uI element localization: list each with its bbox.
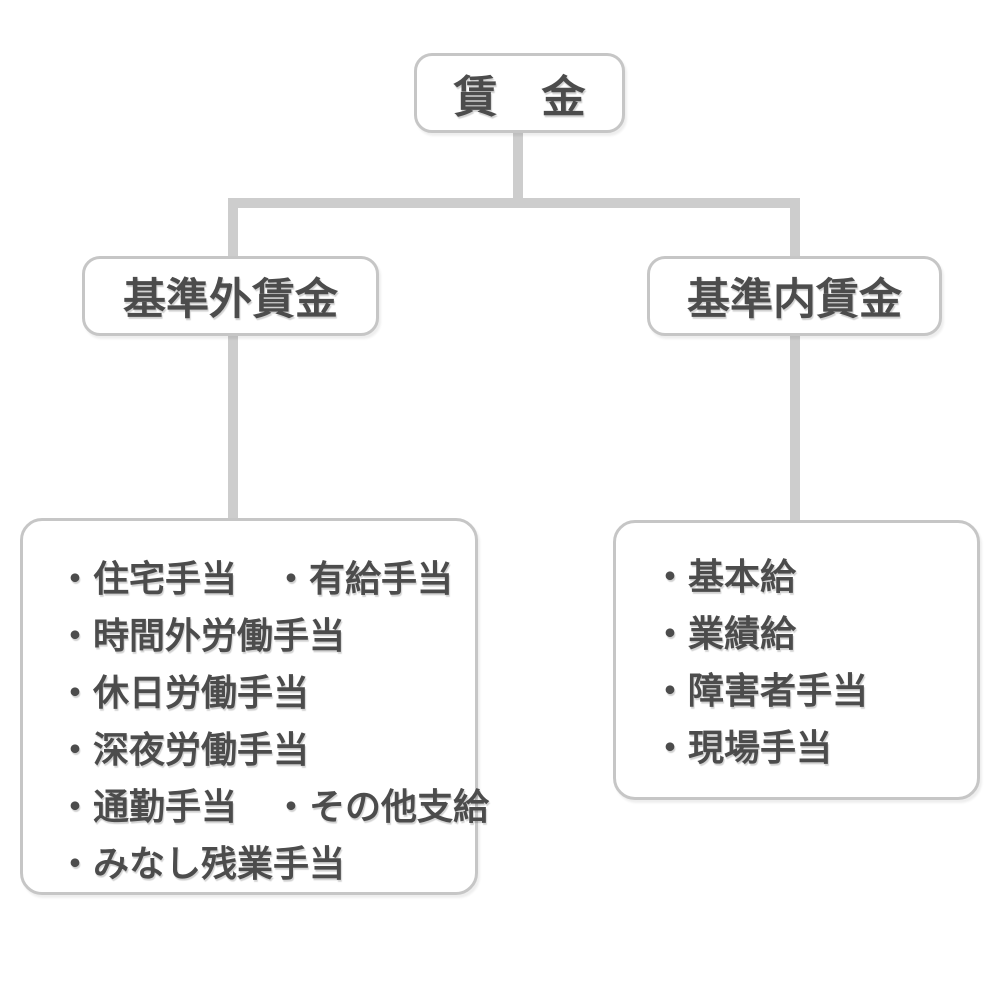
root-node-wages: 賃 金 bbox=[414, 53, 625, 133]
list-item: ・通勤手当 ・その他支給 bbox=[57, 787, 490, 828]
detail-box-non-standard-wages: ・住宅手当 ・有給手当 ・時間外労働手当 ・休日労働手当 ・深夜労働手当 ・通勤… bbox=[20, 518, 490, 895]
branch-node-label: 基準内賃金 bbox=[687, 275, 902, 325]
connector-left-drop-line bbox=[228, 198, 238, 260]
root-node-label: 賃 金 bbox=[453, 72, 586, 123]
branch-node-standard-wages: 基準内賃金 bbox=[647, 256, 942, 336]
list-item: ・現場手当 bbox=[652, 728, 833, 769]
detail-box-standard-wages: ・基本給 ・業績給 ・障害者手当 ・現場手当 bbox=[613, 520, 980, 800]
connector-left-stem-line bbox=[228, 332, 238, 524]
branch-node-non-standard-wages: 基準外賃金 bbox=[82, 256, 379, 336]
connector-trunk-line bbox=[513, 130, 523, 208]
branch-node-label: 基準外賃金 bbox=[123, 275, 338, 325]
list-item: ・時間外労働手当 bbox=[57, 616, 346, 657]
list-item: ・業績給 bbox=[652, 614, 797, 655]
list-item: ・障害者手当 bbox=[652, 671, 869, 712]
connector-right-stem-line bbox=[790, 332, 800, 524]
list-item: ・休日労働手当 bbox=[57, 673, 310, 714]
list-item: ・みなし残業手当 bbox=[57, 844, 346, 885]
list-item: ・住宅手当 ・有給手当 bbox=[57, 559, 454, 600]
list-item: ・深夜労働手当 bbox=[57, 730, 310, 771]
connector-horizontal-line bbox=[228, 198, 800, 208]
list-item: ・基本給 bbox=[652, 557, 797, 598]
connector-right-drop-line bbox=[790, 198, 800, 260]
